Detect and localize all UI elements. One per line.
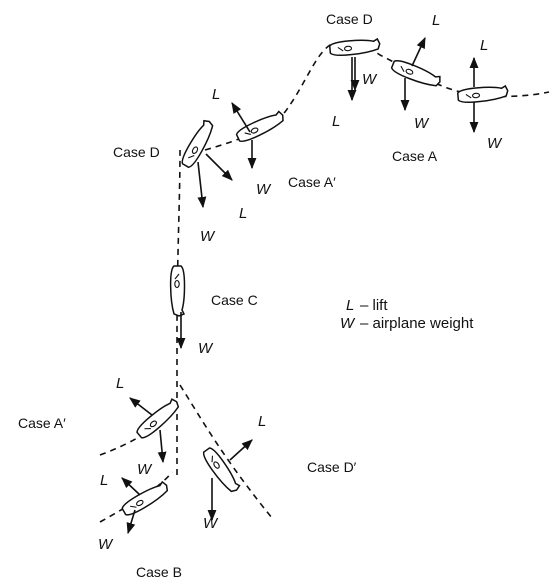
arrow-weight-a-prime-lower — [157, 429, 167, 464]
airplane-top-d — [328, 37, 382, 58]
flight-path-vertical — [176, 149, 181, 480]
airplane-b — [119, 479, 172, 519]
lift-label-a-prime-lower: L — [116, 375, 124, 392]
airplane-a-prime-lower — [134, 396, 183, 442]
flight-path-d-prime — [179, 384, 273, 519]
case-label-a-prime-upper: Case A′ — [288, 174, 336, 190]
legend-lift-text: – lift — [360, 297, 388, 314]
lift-label-a-desc: L — [432, 12, 440, 29]
legend-lift-symbol: L — [346, 297, 354, 314]
arrow-lift-a-desc — [411, 36, 426, 67]
airplane-a-prime-upper — [234, 109, 288, 145]
case-label-left-d: Case D — [113, 144, 160, 160]
weight-label-a-prime-upper: W — [256, 181, 272, 198]
weight-label-d-prime: W — [203, 515, 219, 532]
airplane-a-level — [456, 84, 510, 105]
case-label-d-prime: Case D′ — [307, 459, 357, 475]
weight-label-left-d: W — [200, 228, 216, 245]
arrow-weight-left-d — [197, 161, 207, 209]
case-label-a-prime-lower: Case A′ — [18, 415, 66, 431]
legend-weight-symbol: W — [340, 315, 356, 332]
force-arrows — [121, 36, 479, 535]
weight-label-a-prime-lower: W — [137, 461, 153, 478]
airplane-left-d — [178, 117, 218, 170]
lift-label-a-level: L — [480, 37, 488, 54]
flight-path — [99, 42, 550, 523]
force-labels: L W L W L W L W L W W L W L W L W — [98, 12, 503, 553]
weight-label-a-desc: W — [414, 115, 430, 132]
arrow-weight-b — [126, 509, 136, 535]
case-labels: Case D Case D Case A Case A′ Case C Case… — [18, 11, 438, 580]
arrow-lift-a-prime-lower — [129, 397, 153, 416]
airplane-c — [169, 265, 186, 317]
lift-label-b: L — [100, 472, 108, 489]
weight-label-a-level: W — [487, 135, 503, 152]
arrow-lift-left-d — [205, 153, 233, 181]
arrow-lift-d-prime — [229, 439, 253, 461]
legend-weight-text: – airplane weight — [360, 315, 474, 332]
lift-label-d-prime: L — [258, 413, 266, 430]
weight-label-b: W — [98, 536, 114, 553]
lift-label-top-d: L — [332, 113, 340, 130]
case-label-a: Case A — [392, 148, 438, 164]
arrow-lift-b — [121, 477, 141, 496]
legend: L – lift W – airplane weight — [340, 297, 474, 332]
weight-label-c: W — [198, 340, 214, 357]
case-label-b: Case B — [136, 564, 182, 580]
weight-label-top-d: W — [362, 71, 378, 88]
case-label-top-d: Case D — [326, 11, 373, 27]
lift-label-left-d: L — [239, 205, 247, 222]
arrow-lift-a-prime-upper — [231, 102, 251, 133]
lift-label-a-prime-upper: L — [212, 86, 220, 103]
airplanes — [119, 37, 510, 519]
case-label-c: Case C — [211, 292, 258, 308]
airplane-a-descending — [389, 57, 443, 91]
